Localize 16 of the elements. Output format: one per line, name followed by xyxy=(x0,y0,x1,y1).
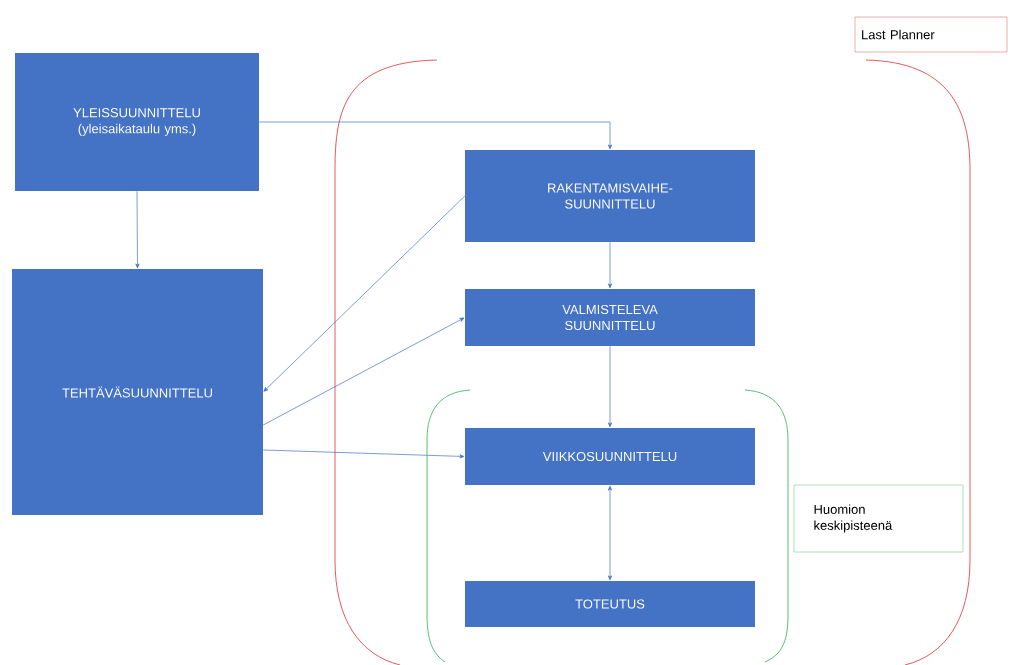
arrow xyxy=(607,345,613,428)
arrow xyxy=(607,485,613,581)
process-box: YLEISSUUNNITTELU (yleisaikataulu yms.) xyxy=(15,53,259,191)
process-box: VIIKKOSUUNNITTELU xyxy=(465,428,755,485)
process-box: TOTEUTUS xyxy=(465,581,755,627)
arrow xyxy=(135,190,140,269)
label-box: Last Planner xyxy=(854,16,1008,53)
process-box: TEHTÄVÄSUUNNITTELU xyxy=(12,269,263,515)
process-box: RAKENTAMISVAIHE-SUUNNITTELU xyxy=(465,150,755,242)
process-box: VALMISTELEVA SUUNNITTELU xyxy=(465,289,755,346)
label-box: Huomion keskipisteenä xyxy=(793,484,964,553)
arrow xyxy=(607,241,613,289)
arrow xyxy=(262,449,465,459)
arrow xyxy=(258,121,613,150)
arrow xyxy=(263,195,466,392)
arrow xyxy=(262,317,465,426)
